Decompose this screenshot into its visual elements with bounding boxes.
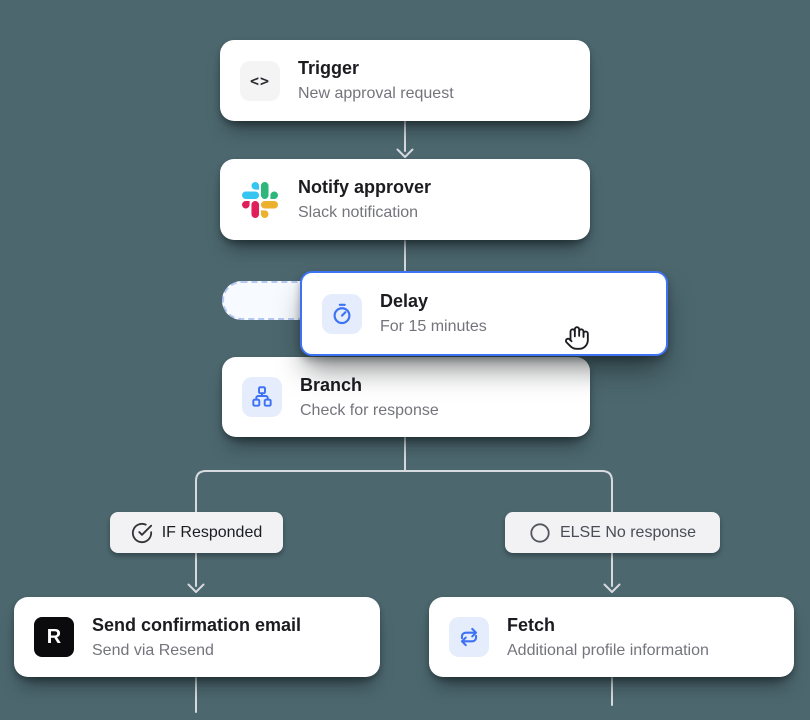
branch-label-text: IF Responded bbox=[161, 523, 263, 541]
node-subtitle: New approval request bbox=[298, 85, 454, 102]
node-branch[interactable]: Branch Check for response bbox=[222, 357, 590, 437]
code-icon: <> bbox=[240, 60, 280, 101]
swap-arrows-icon bbox=[449, 617, 489, 657]
sitemap-icon bbox=[242, 377, 282, 417]
check-circle-icon bbox=[131, 522, 152, 543]
node-title: Notify approver bbox=[298, 177, 432, 197]
branch-label-text: ELSE No response bbox=[559, 523, 697, 541]
grab-hand-icon bbox=[564, 325, 590, 356]
node-subtitle: Send via Resend bbox=[92, 641, 214, 659]
node-title: Branch bbox=[300, 374, 363, 395]
node-title: Fetch bbox=[507, 614, 556, 635]
circle-icon bbox=[530, 522, 550, 543]
timer-icon bbox=[322, 293, 362, 334]
node-subtitle: Slack notification bbox=[298, 204, 419, 221]
node-title: Delay bbox=[380, 291, 429, 311]
node-delay-dragging[interactable]: Delay For 15 minutes bbox=[300, 271, 668, 356]
resend-icon: R bbox=[34, 617, 74, 657]
node-title: Send confirmation email bbox=[92, 614, 302, 635]
node-subtitle: Additional profile information bbox=[507, 641, 709, 659]
slack-icon bbox=[240, 180, 280, 220]
node-send-email[interactable]: R Send confirmation email Send via Resen… bbox=[14, 597, 380, 677]
node-notify-approver[interactable]: Notify approver Slack notification bbox=[220, 159, 590, 240]
node-subtitle: For 15 minutes bbox=[380, 318, 487, 335]
resend-glyph: R bbox=[46, 625, 62, 648]
node-fetch[interactable]: Fetch Additional profile information bbox=[429, 597, 794, 677]
branch-label-else[interactable]: ELSE No response bbox=[505, 512, 720, 553]
branch-label-if[interactable]: IF Responded bbox=[110, 512, 283, 553]
node-title: Trigger bbox=[298, 58, 360, 78]
node-trigger[interactable]: <> Trigger New approval request bbox=[220, 40, 590, 121]
code-glyph: <> bbox=[249, 71, 271, 90]
node-subtitle: Check for response bbox=[300, 401, 439, 419]
